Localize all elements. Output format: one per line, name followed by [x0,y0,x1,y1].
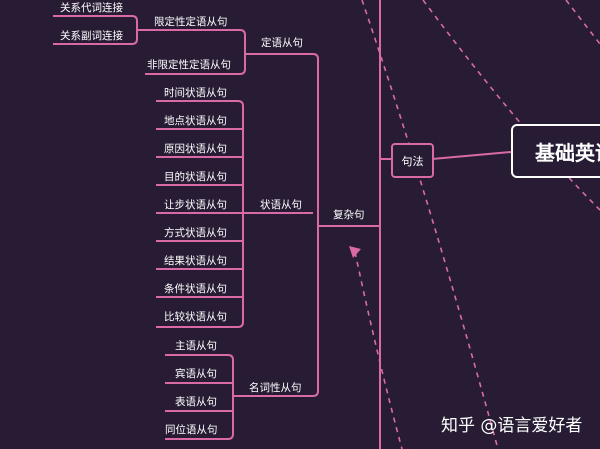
nominal-child-predicative[interactable]: 表语从句 [175,396,217,408]
connector-syntax-trunk [379,0,392,449]
nominal-child-appositive[interactable]: 同位语从句 [165,424,218,436]
nonrestrictive-label[interactable]: 非限定性定语从句 [147,59,231,71]
connector-root [431,151,512,160]
syntax-label: 句法 [401,154,424,168]
arrow-head [349,246,361,258]
connector-nominal-children [165,354,313,440]
complex-label[interactable]: 复杂句 [333,209,365,221]
restrictive-child-adverb[interactable]: 关系副词连接 [60,30,123,42]
root-node[interactable]: 基础英语 [511,124,600,178]
adverbial-child-result[interactable]: 结果状语从句 [164,255,227,267]
dashed-arc-1 [361,0,499,449]
adverbial-label[interactable]: 状语从句 [260,199,302,211]
dashed-arc-4 [354,251,403,449]
restrictive-child-pronoun[interactable]: 关系代词连接 [60,2,123,14]
adverbial-child-concession[interactable]: 让步状语从句 [164,199,227,211]
adverbial-child-reason[interactable]: 原因状语从句 [164,143,227,155]
attributive-label[interactable]: 定语从句 [261,37,303,49]
adverbial-child-condition[interactable]: 条件状语从句 [164,283,227,295]
adverbial-child-place[interactable]: 地点状语从句 [164,115,227,127]
watermark-text: 知乎 @语言爱好者 [441,416,583,436]
dashed-arc-3 [565,0,600,45]
adverbial-child-time[interactable]: 时间状语从句 [164,87,227,99]
nominal-label[interactable]: 名词性从句 [249,382,302,394]
connector-attributive [145,29,313,75]
connector-restrictive-children [53,15,240,45]
connector-complex-trunk [312,53,380,397]
syntax-node[interactable]: 句法 [391,143,434,178]
nominal-child-object[interactable]: 宾语从句 [175,368,217,380]
dashed-arc-2 [422,0,600,211]
nominal-child-subject[interactable]: 主语从句 [175,340,217,352]
restrictive-label[interactable]: 限定性定语从句 [154,16,228,28]
adverbial-child-purpose[interactable]: 目的状语从句 [164,171,227,183]
adverbial-child-comparison[interactable]: 比较状语从句 [164,311,227,323]
adverbial-child-manner[interactable]: 方式状语从句 [164,227,227,239]
root-label: 基础英语 [535,140,600,165]
